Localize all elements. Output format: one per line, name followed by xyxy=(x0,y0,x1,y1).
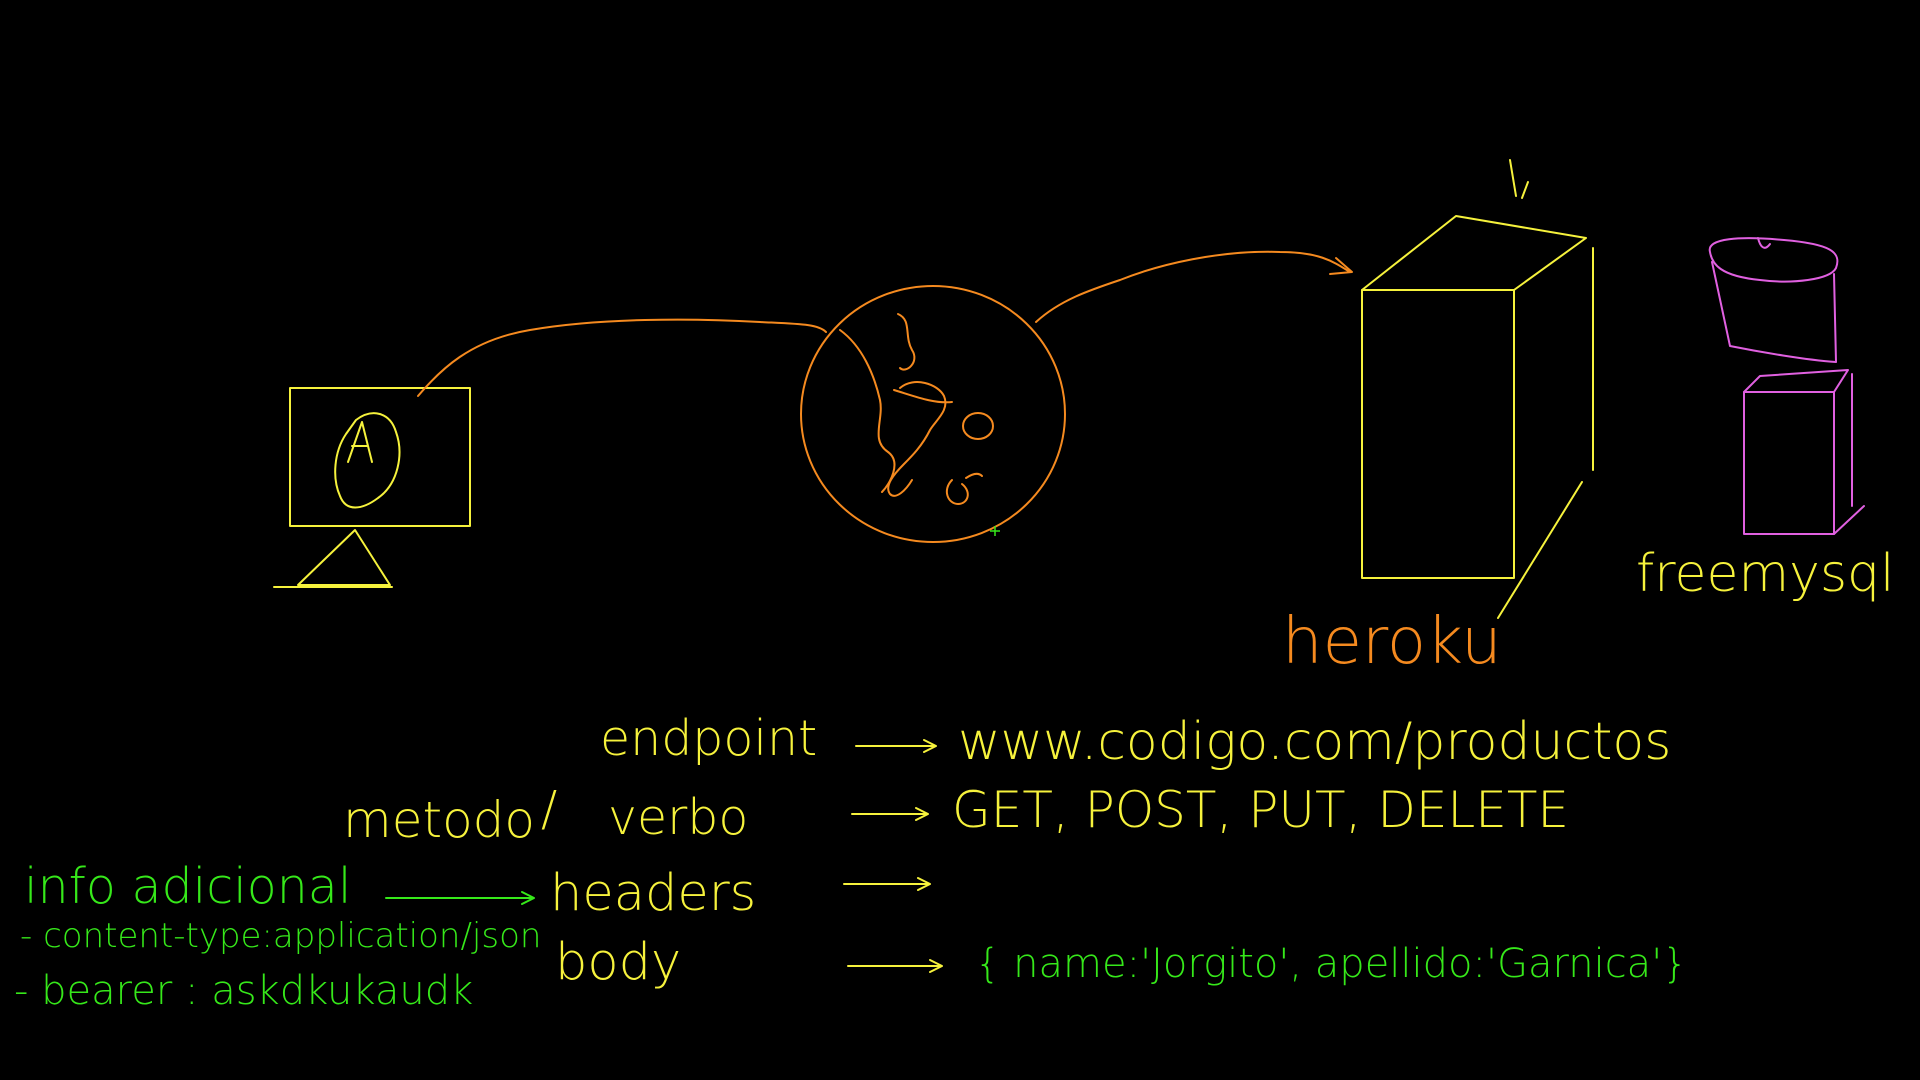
screen-letter-a xyxy=(347,421,373,463)
server-box-icon xyxy=(1361,159,1594,619)
arrow-endpoint xyxy=(855,739,937,753)
continent-3 xyxy=(887,381,947,497)
connection-arrowhead xyxy=(1329,257,1353,275)
body-value: { name:'Jorgito', apellido:'Garnica'} xyxy=(975,941,1688,987)
server-bottom-edge xyxy=(1497,481,1583,619)
body-label: body xyxy=(555,933,682,992)
headers-note-item: - bearer : askdkukaudk xyxy=(14,968,474,1014)
db-cylinder-body xyxy=(1711,261,1837,363)
globe-icon xyxy=(800,285,1066,543)
db-lid xyxy=(1708,237,1839,283)
endpoint-label: endpoint xyxy=(600,710,818,767)
verb-label: verbo xyxy=(608,789,749,846)
request-arrows xyxy=(385,739,943,973)
headers-label: headers xyxy=(550,864,757,923)
db-base-side xyxy=(1833,373,1865,535)
server-spark-marks xyxy=(1509,159,1529,199)
arrow-body xyxy=(847,959,943,973)
continent-3-ridge xyxy=(893,389,953,404)
island-1 xyxy=(962,412,994,440)
server-top xyxy=(1361,215,1587,291)
screen-doodle xyxy=(334,412,401,509)
method-label: metodo xyxy=(343,791,535,849)
globe-cursor-marker xyxy=(990,526,1000,536)
server-label: heroku xyxy=(1282,605,1502,679)
island-2 xyxy=(945,472,983,505)
connection-client-internet xyxy=(417,318,827,397)
monitor-screen xyxy=(289,387,471,527)
monitor-stand xyxy=(273,529,393,588)
method-separator: / xyxy=(541,781,558,837)
globe-outline xyxy=(800,285,1066,543)
method-values: GET, POST, PUT, DELETE xyxy=(952,781,1569,839)
arrow-method xyxy=(851,807,929,821)
arrow-headers xyxy=(843,877,931,891)
database-label: freemysql xyxy=(1636,544,1895,604)
arrow-info-to-headers xyxy=(385,891,535,905)
database-cylinder-icon xyxy=(1708,237,1865,535)
headers-note-item: - content-type:application/json xyxy=(20,916,542,956)
db-lid-mark xyxy=(1757,237,1771,249)
computer-monitor-icon xyxy=(273,387,471,588)
server-front xyxy=(1361,289,1515,579)
db-base-front xyxy=(1743,391,1835,535)
connection-internet-server xyxy=(1035,250,1351,323)
continent-2 xyxy=(897,313,916,371)
endpoint-value: www.codigo.com/productos xyxy=(958,712,1672,772)
headers-note-title: info adicional xyxy=(24,858,352,915)
continent-1 xyxy=(839,329,896,493)
db-base-top xyxy=(1743,369,1849,393)
